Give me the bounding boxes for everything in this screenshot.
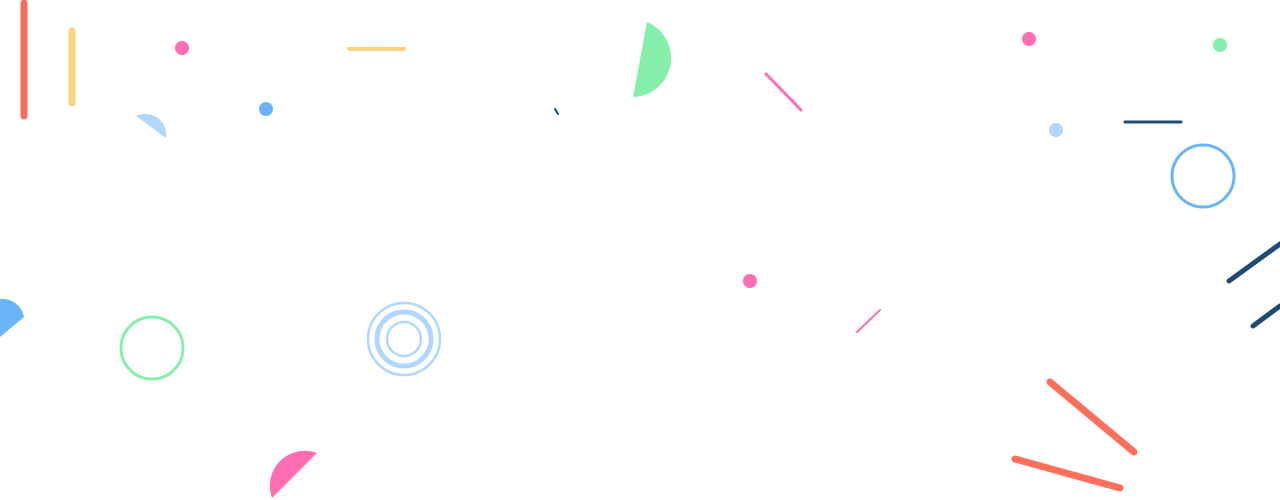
shape-ring — [1170, 143, 1236, 209]
shape-dot — [1022, 32, 1036, 46]
shape-half-disc — [269, 450, 317, 498]
shape-line — [764, 72, 803, 112]
shape-line — [1226, 241, 1280, 284]
shape-line — [856, 309, 881, 333]
shape-dot — [1049, 123, 1063, 137]
shape-line — [1250, 303, 1280, 329]
shape-dot — [175, 41, 189, 55]
shape-concentric-rings — [366, 301, 442, 377]
shape-line — [554, 108, 559, 115]
shape-dot — [259, 102, 273, 116]
shape-ring — [119, 315, 185, 381]
shape-half-disc — [0, 298, 24, 337]
shape-dot — [1213, 38, 1227, 52]
shape-dot — [743, 274, 757, 288]
shape-half-disc — [136, 113, 167, 138]
shape-line — [1011, 455, 1124, 492]
shape-half-disc — [633, 22, 672, 97]
shape-line — [1046, 378, 1138, 456]
